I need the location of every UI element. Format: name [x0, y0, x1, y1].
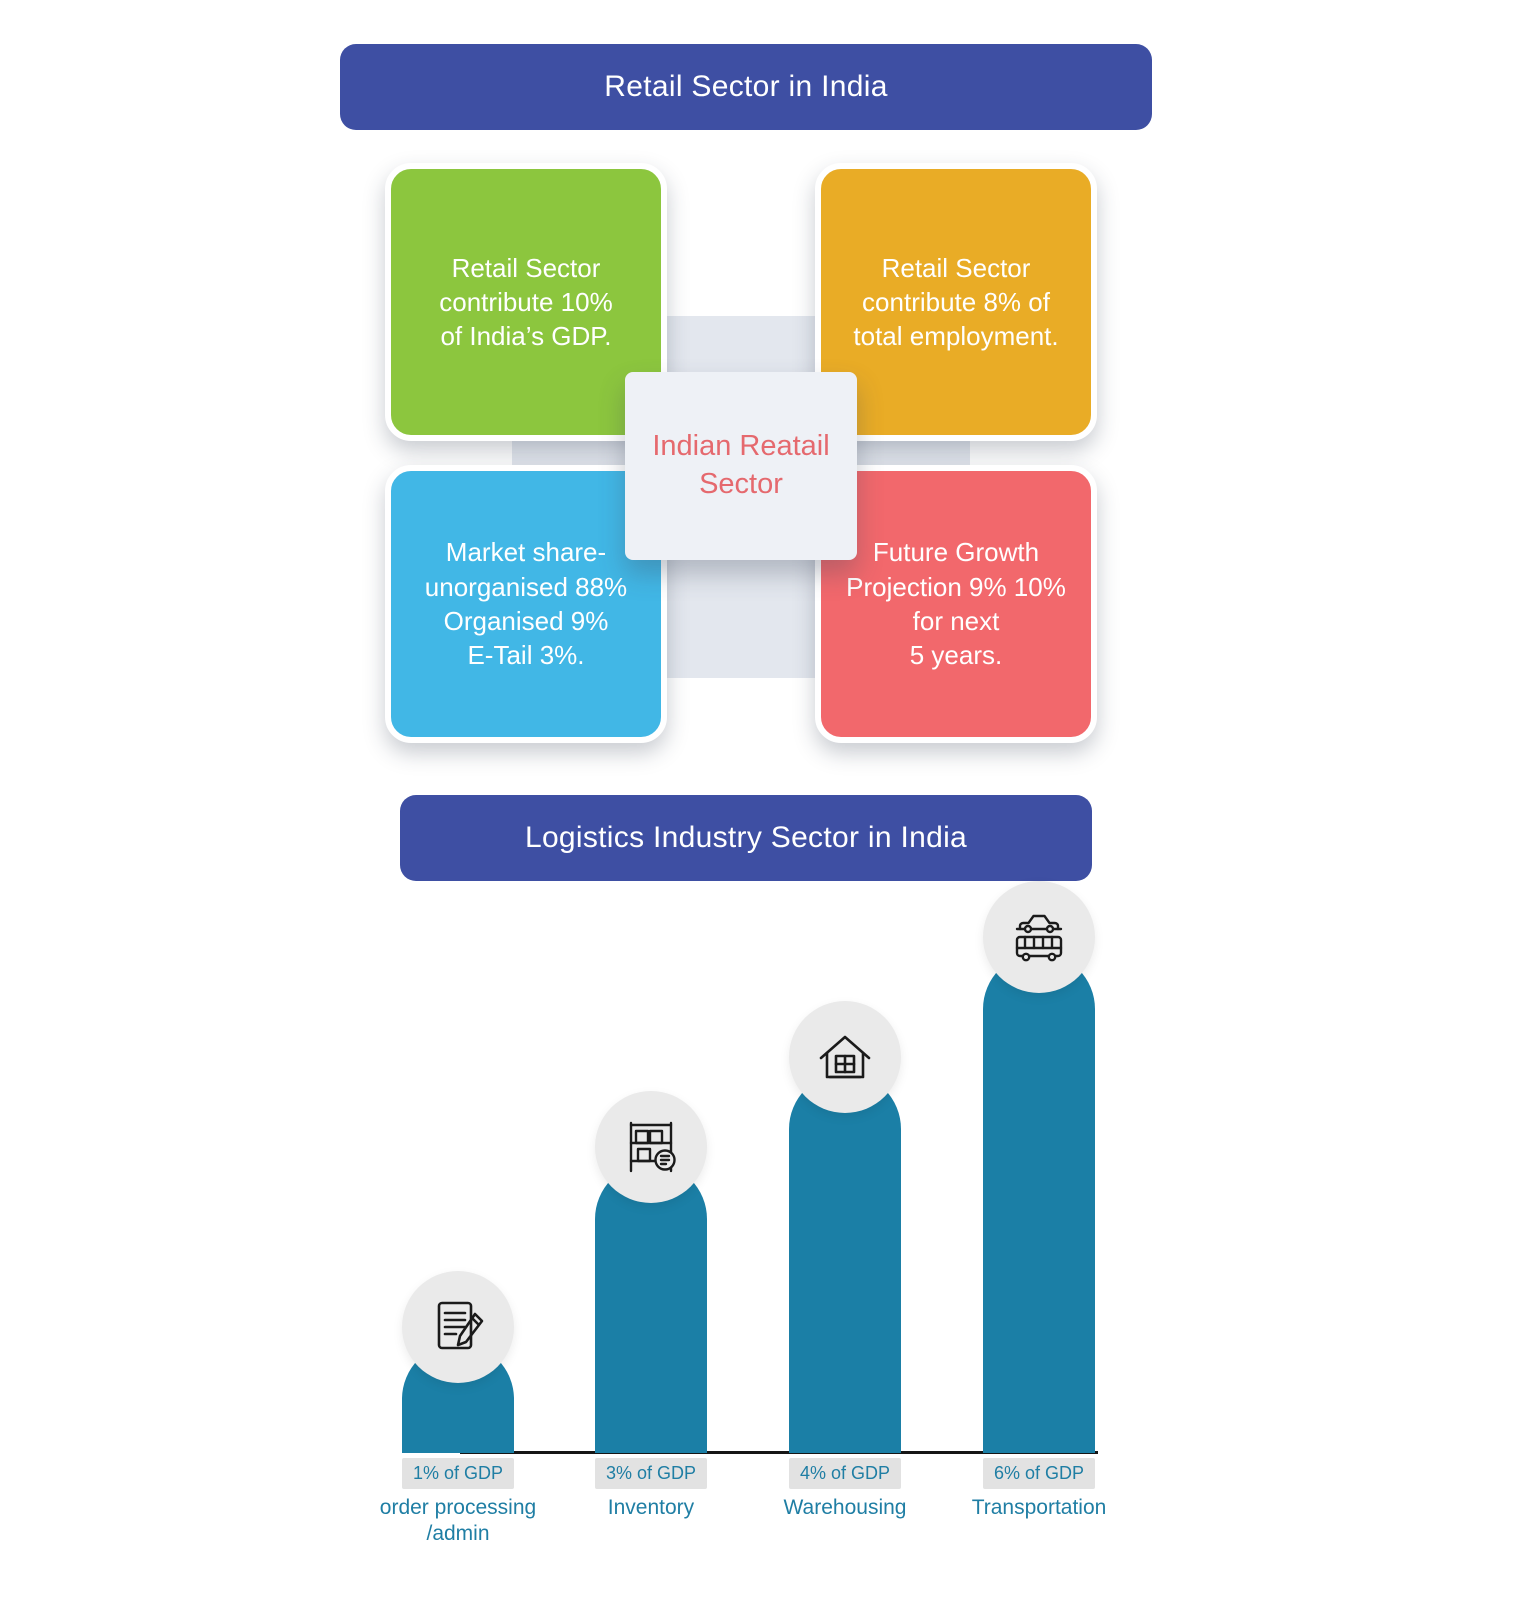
quadrant-card-text: Retail Sector contribute 10% of India’s … — [439, 252, 613, 352]
inventory-shelf-icon — [629, 1121, 676, 1173]
quadrant-card-text: Market share- unorganised 88% Organised … — [424, 537, 628, 671]
document-pencil-icon — [437, 1301, 484, 1350]
category-label: Transportation — [971, 1496, 1107, 1519]
bar — [983, 881, 1095, 1453]
bar-icon-circle — [595, 1091, 707, 1203]
bar — [595, 1091, 707, 1453]
center-card: Indian Reatail Sector — [625, 372, 857, 560]
quadrant-card-market-share: Market share- unorganised 88% Organised … — [385, 465, 667, 743]
logistics-header-banner: Logistics Industry Sector in India — [400, 795, 1092, 881]
quadrant-card-growth-projection: Future Growth Projection 9% 10% for next… — [815, 465, 1097, 743]
quadrant-card-text: Future Growth Projection 9% 10% for next… — [846, 537, 1066, 671]
warehouse-icon — [819, 1035, 871, 1079]
bar-icon-circle — [402, 1271, 514, 1383]
category-label: Inventory — [607, 1496, 695, 1519]
value-label: 3% of GDP — [595, 1458, 707, 1489]
vehicles-icon — [1015, 914, 1063, 962]
retail-header-title: Retail Sector in India — [604, 70, 888, 103]
category-label: order processing /admin — [379, 1496, 537, 1546]
chart-baseline — [460, 1451, 1098, 1454]
quadrant-card-employment: Retail Sector contribute 8% of total emp… — [815, 163, 1097, 441]
quadrant-card-gdp-contribution: Retail Sector contribute 10% of India’s … — [385, 163, 667, 441]
logistics-header-title: Logistics Industry Sector in India — [524, 821, 968, 854]
bar-icon-circle — [789, 1001, 901, 1113]
center-card-label: Indian Reatail Sector — [652, 430, 830, 500]
retail-header-banner: Retail Sector in India — [340, 44, 1152, 130]
category-label: Warehousing — [783, 1496, 907, 1519]
quadrant-card-text: Retail Sector contribute 8% of total emp… — [853, 252, 1059, 352]
value-label: 4% of GDP — [789, 1458, 901, 1489]
bar-icon-circle — [983, 881, 1095, 993]
bar — [402, 1271, 514, 1453]
bar — [789, 1001, 901, 1453]
value-label: 1% of GDP — [402, 1458, 514, 1489]
value-label: 6% of GDP — [983, 1458, 1095, 1489]
